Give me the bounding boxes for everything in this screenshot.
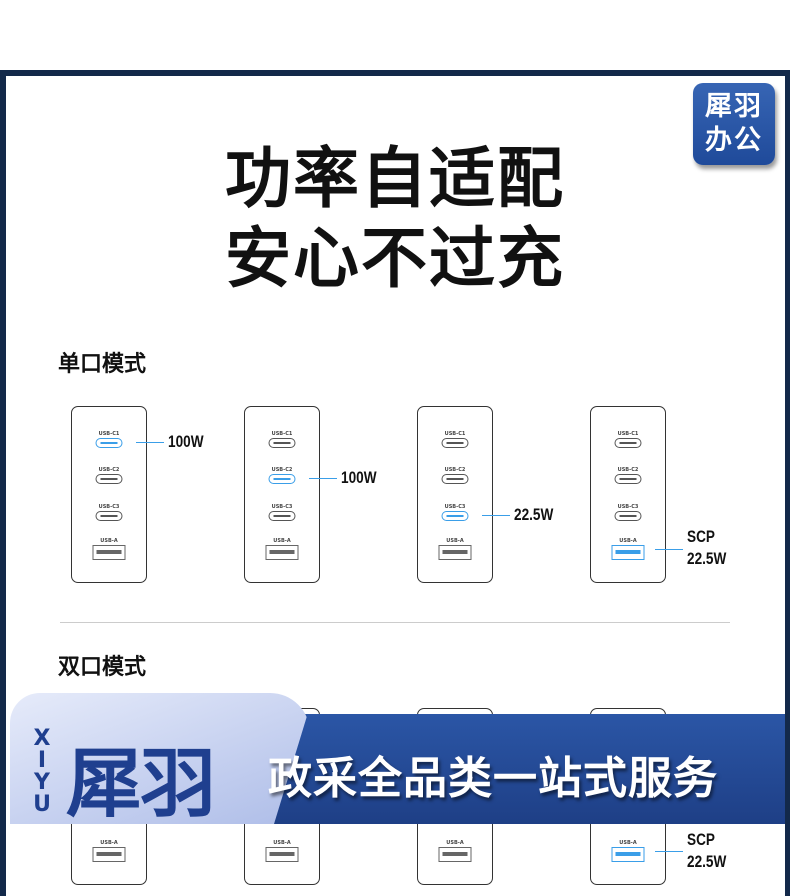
usb-a-port-icon (611, 545, 645, 560)
port: USB-C3 (268, 504, 296, 521)
port: USB-A (265, 538, 299, 560)
usb-c-port-icon (268, 511, 296, 521)
connector-line (482, 515, 510, 516)
port: USB-A (92, 840, 126, 862)
usb-a-port-icon (92, 847, 126, 862)
port-label: USB-C1 (271, 431, 293, 437)
power-label: SCP 22.5W (687, 526, 726, 570)
connector-line (655, 851, 683, 852)
usb-a-port-icon (438, 545, 472, 560)
usb-c-port-icon (614, 511, 642, 521)
port: USB-C1 (441, 431, 469, 448)
power-text: 100W (168, 432, 204, 451)
usb-c-port-icon (95, 511, 123, 521)
power-label: 100W (168, 431, 204, 453)
port-label: USB-A (100, 840, 118, 846)
port: USB-A (92, 538, 126, 560)
banner-slogan: 政采全品类一站式服务 (268, 753, 718, 804)
port-label: USB-C3 (444, 504, 466, 510)
badge-line2: 办公 (705, 125, 763, 156)
port-label: USB-A (273, 538, 291, 544)
power-label: 22.5W (514, 504, 553, 526)
port: USB-C2 (95, 467, 123, 484)
port-label: USB-C3 (98, 504, 120, 510)
badge-line1: 犀羽 (705, 91, 763, 122)
port: USB-C3 (95, 504, 123, 521)
port: USB-C2 (441, 467, 469, 484)
port-label: USB-C3 (617, 504, 639, 510)
port: USB-A (611, 840, 645, 862)
port-label: USB-C2 (271, 467, 293, 473)
port: USB-A (265, 840, 299, 862)
banner-tab (10, 693, 310, 824)
brand-badge: 犀羽办公 (693, 83, 775, 165)
usb-c-port-icon (268, 438, 296, 448)
usb-c-port-icon (441, 474, 469, 484)
port: USB-C3 (614, 504, 642, 521)
divider (60, 622, 730, 623)
port: USB-A (438, 840, 472, 862)
power-text: 22.5W (687, 852, 727, 871)
single-mode-heading: 单口模式 (58, 352, 147, 377)
port-label: USB-C2 (617, 467, 639, 473)
port: USB-A (611, 538, 645, 560)
port-label: USB-A (100, 538, 118, 544)
port: USB-C1 (614, 431, 642, 448)
port-label: USB-A (446, 538, 464, 544)
power-text: 22.5W (514, 505, 554, 524)
banner-bar (270, 714, 785, 824)
power-text: 22.5W (687, 549, 727, 568)
usb-c-port-icon (614, 474, 642, 484)
usb-a-port-icon (265, 545, 299, 560)
power-label: 100W (341, 467, 377, 489)
usb-c-port-icon (95, 474, 123, 484)
power-text: SCP (687, 527, 715, 546)
usb-c-port-icon (441, 511, 469, 521)
power-text: 100W (341, 468, 377, 487)
port: USB-C2 (614, 467, 642, 484)
port: USB-C1 (95, 431, 123, 448)
port-label: USB-A (619, 840, 637, 846)
usb-a-port-icon (438, 847, 472, 862)
port-label: USB-A (619, 538, 637, 544)
usb-a-port-icon (265, 847, 299, 862)
dual-mode-heading: 双口模式 (58, 655, 147, 680)
usb-a-port-icon (92, 545, 126, 560)
usb-c-port-icon (614, 438, 642, 448)
port: USB-C2 (268, 467, 296, 484)
headline-2: 安心不过充 (225, 220, 565, 297)
port: USB-C1 (268, 431, 296, 448)
banner-brand: 犀羽 (66, 739, 216, 828)
usb-c-port-icon (268, 474, 296, 484)
port-label: USB-C2 (444, 467, 466, 473)
usb-c-port-icon (441, 438, 469, 448)
headline-1: 功率自适配 (225, 140, 565, 217)
port-label: USB-C1 (98, 431, 120, 437)
connector-line (136, 442, 164, 443)
port-label: USB-A (273, 840, 291, 846)
power-label: SCP 22.5W (687, 829, 726, 873)
banner-xiyu: XIYU (33, 726, 51, 817)
usb-c-port-icon (95, 438, 123, 448)
connector-line (655, 549, 683, 550)
port: USB-A (438, 538, 472, 560)
port: USB-C3 (441, 504, 469, 521)
connector-line (309, 478, 337, 479)
port-label: USB-C2 (98, 467, 120, 473)
port-label: USB-C1 (444, 431, 466, 437)
port-label: USB-A (446, 840, 464, 846)
port-label: USB-C1 (617, 431, 639, 437)
port-label: USB-C3 (271, 504, 293, 510)
usb-a-port-icon (611, 847, 645, 862)
power-text: SCP (687, 830, 715, 849)
